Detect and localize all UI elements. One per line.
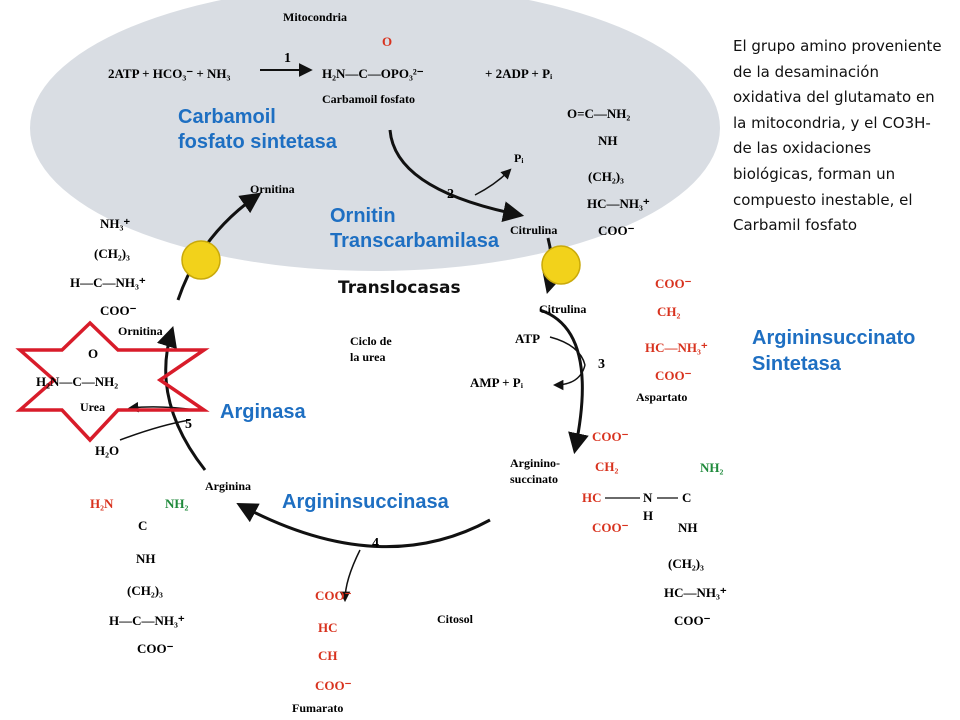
svg-text:HC—NH₃⁺: HC—NH₃⁺ [645,340,708,355]
svg-text:NH₂: NH₂ [700,460,724,475]
svg-text:COO⁻: COO⁻ [315,588,352,603]
fumarato-label: Fumarato [292,701,343,715]
carbamoil-o: O [382,34,392,49]
enzyme-arginasa: Arginasa [220,401,306,423]
svg-text:H₂N—C—NH₂: H₂N—C—NH₂ [36,374,118,389]
svg-text:COO⁻: COO⁻ [315,678,352,693]
svg-text:COO⁻: COO⁻ [592,520,629,535]
ornitina-mito-label: Ornitina [250,182,295,196]
svg-text:(CH₂)₃: (CH₂)₃ [588,169,624,184]
carbamoil-fosfato-formula: H₂N—C—OPO₃²⁻ [322,66,424,81]
citrulina-cyto-label: Citrulina [539,302,586,316]
pi-label: Pᵢ [514,151,523,165]
arrow-atp-in [549,336,586,366]
svg-text:(CH₂)₃: (CH₂)₃ [94,246,130,261]
svg-text:H—C—NH₃⁺: H—C—NH₃⁺ [109,613,185,628]
arrow-pi-release [474,168,512,196]
enzyme-argininsuccinasa: Argininsuccinasa [282,491,450,513]
reaction1-left: 2ATP + HCO₃⁻ + NH₃ [108,66,231,81]
fumarato-structure: COO⁻ HC CH COO⁻ [315,588,352,693]
step-1-number: 1 [284,51,291,66]
svg-text:COO⁻: COO⁻ [655,276,692,291]
arrow-step-5 [156,325,207,471]
svg-text:CH₂: CH₂ [595,459,619,474]
translocase-citrulina [541,245,581,285]
svg-text:(CH₂)₃: (CH₂)₃ [668,556,704,571]
svg-text:HC: HC [582,490,602,505]
step-3-number: 3 [598,357,605,372]
explanatory-note: El grupo amino proveniente de la desamin… [733,37,942,235]
svg-text:COO⁻: COO⁻ [598,223,635,238]
arginina-structure: H₂N NH₂ C NH (CH₂)₃ H—C—NH₃⁺ COO⁻ [90,496,189,656]
svg-text:HC—NH₃⁺: HC—NH₃⁺ [587,196,650,211]
enzyme-otc-line1: Ornitin [330,205,396,227]
argininosuccinato-structure: COO⁻ CH₂ HC COO⁻ N H C NH₂ NH (CH₂)₃ HC—… [582,429,727,628]
translocase-ornitina [181,240,221,280]
amp-label: AMP + Pᵢ [470,375,524,390]
carbamoil-fosfato-label: Carbamoil fosfato [322,92,415,106]
argininosuccinato-line1: Arginino- [510,456,560,470]
arginina-label: Arginina [205,479,251,493]
svg-text:N: N [643,490,653,505]
svg-text:CH: CH [318,648,338,663]
svg-text:H₂N: H₂N [90,496,114,511]
arrow-h2o-in [119,419,191,441]
aspartato-label: Aspartato [636,390,687,404]
svg-text:COO⁻: COO⁻ [100,303,137,318]
svg-text:HC—NH₃⁺: HC—NH₃⁺ [664,585,727,600]
svg-text:(CH₂)₃: (CH₂)₃ [127,583,163,598]
svg-text:H: H [643,508,653,523]
svg-text:NH: NH [136,551,156,566]
svg-text:COO⁻: COO⁻ [137,641,174,656]
citrulina-mito-label: Citrulina [510,223,557,237]
arrow-step-4 [236,503,491,549]
mitocondria-label: Mitocondria [283,10,347,24]
arrow-fumarato-out [339,549,361,603]
citosol-label: Citosol [437,612,474,626]
arrow-step-2 [388,129,525,222]
step-4-number: 4 [372,536,379,551]
svg-text:NH₃⁺: NH₃⁺ [100,216,130,231]
ciclo-urea-line1: Ciclo de [350,334,392,348]
arrow-amp-out [552,364,586,391]
svg-text:O=C—NH₂: O=C—NH₂ [567,106,630,121]
svg-text:COO⁻: COO⁻ [674,613,711,628]
enzyme-cps-line2: fosfato sintetasa [178,131,338,153]
enzyme-otc-line2: Transcarbamilasa [330,230,500,252]
svg-text:C: C [138,518,147,533]
ciclo-urea-line2: la urea [350,350,385,364]
svg-text:NH: NH [598,133,618,148]
svg-text:COO⁻: COO⁻ [655,368,692,383]
translocasas-label: Translocasas [338,278,461,298]
step-2-number: 2 [447,187,454,202]
arrow-ornitina-import [176,192,262,301]
svg-text:H—C—NH₃⁺: H—C—NH₃⁺ [70,275,146,290]
mitochondria-region [30,0,720,271]
urea-highlight-star [15,320,210,443]
svg-text:C: C [682,490,691,505]
enzyme-ass-line1: Argininsuccinato [752,327,915,349]
svg-text:COO⁻: COO⁻ [592,429,629,444]
enzyme-ass-line2: Sintetasa [752,353,842,375]
atp-label: ATP [515,331,540,346]
arrow-step-3 [539,308,589,455]
reaction1-right: + 2ADP + Pᵢ [485,66,553,81]
step-5-number: 5 [185,417,192,432]
svg-text:NH: NH [678,520,698,535]
argininosuccinato-line2: succinato [510,472,558,486]
aspartato-structure: COO⁻ CH₂ HC—NH₃⁺ COO⁻ [645,276,708,383]
svg-text:O: O [88,346,98,361]
ornitina-structure: NH₃⁺ (CH₂)₃ H—C—NH₃⁺ COO⁻ [70,216,146,318]
svg-text:HC: HC [318,620,338,635]
h2o-label: H₂O [95,443,119,458]
enzyme-cps-line1: Carbamoil [178,106,276,128]
urea-structure: O H₂N—C—NH₂ Urea [36,346,118,414]
ornitina-cyto-label: Ornitina [118,324,163,338]
urea-label: Urea [80,400,105,414]
citrulina-structure: O=C—NH₂ NH (CH₂)₃ HC—NH₃⁺ COO⁻ [567,106,650,238]
svg-text:NH₂: NH₂ [165,496,189,511]
svg-text:CH₂: CH₂ [657,304,681,319]
